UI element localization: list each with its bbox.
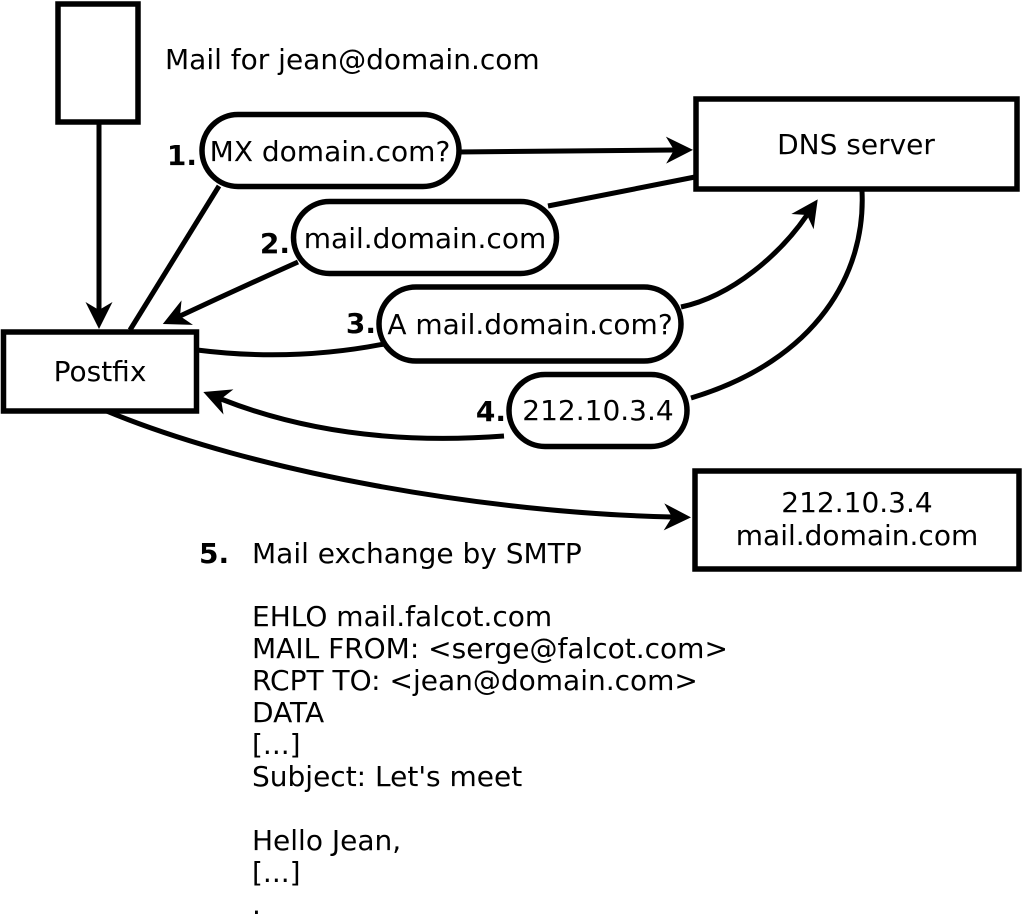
smtp-line: RCPT TO: <jean@domain.com> [252,664,698,697]
arrow-step2-to-postfix [162,259,300,325]
smtp-session-transcript: EHLO mail.falcot.com MAIL FROM: <serge@f… [252,600,728,919]
step2-label: mail.domain.com [304,222,546,255]
mail-note-label: Mail for jean@domain.com [165,43,540,76]
step1-number: 1. [167,139,197,172]
mail-server-node [692,468,1022,572]
smtp-line: [...] [252,856,301,889]
dns-server-node [693,96,1020,192]
step1-label: MX domain.com? [210,135,451,168]
line-dns-to-step4 [690,190,865,401]
mail-message-icon [55,1,141,125]
step4-label: 212.10.3.4 [522,394,673,427]
step5-number: 5. [199,537,229,570]
arrow-step3-to-dns [680,199,818,310]
smtp-line: DATA [252,696,324,729]
line-dns-to-step2 [547,174,696,209]
arrow-postfix-to-mailserver-smtp [103,407,691,531]
step2-number: 2. [260,227,290,260]
mail-server-ip-label: 212.10.3.4 [781,486,932,519]
step3-number: 3. [346,307,376,340]
line-postfix-to-step3 [196,341,385,358]
step5-label: Mail exchange by SMTP [252,537,582,570]
arrow-step1-to-dns [456,136,693,164]
line-postfix-to-step1 [127,184,222,332]
smtp-line: Subject: Let's meet [252,760,522,793]
step1-pill [199,111,462,190]
smtp-line: EHLO mail.falcot.com [252,600,552,633]
postfix-node [0,329,200,414]
smtp-line: . [252,888,261,919]
step4-pill [506,371,690,450]
smtp-line: [...] [252,728,301,761]
mail-server-hostname-label: mail.domain.com [736,519,978,552]
dns-server-label: DNS server [777,128,935,161]
step2-pill [290,198,560,277]
postfix-label: Postfix [54,355,147,388]
step3-pill [376,284,684,364]
arrow-step4-to-postfix [203,389,505,441]
smtp-line: Hello Jean, [252,824,401,857]
smtp-line: MAIL FROM: <serge@falcot.com> [252,632,728,665]
step3-label: A mail.domain.com? [387,308,672,341]
step4-number: 4. [476,395,506,428]
